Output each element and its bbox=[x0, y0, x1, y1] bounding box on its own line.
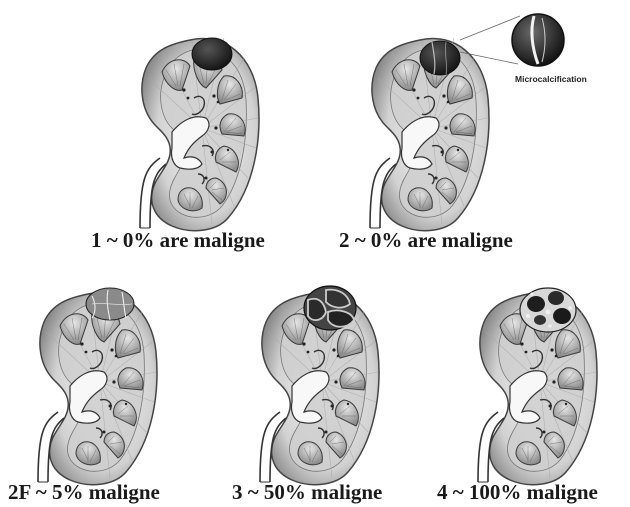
solid-enhancing-cyst bbox=[520, 288, 576, 332]
magnified-cyst bbox=[512, 14, 564, 66]
simple-cyst bbox=[192, 38, 232, 70]
caption-bosniak-3: 3 ~ 50% maligne bbox=[232, 480, 382, 505]
kidney-bosniak-3 bbox=[252, 282, 382, 487]
thick-septated-cyst bbox=[304, 286, 356, 330]
microcalcification-callout bbox=[420, 0, 630, 80]
kidney-bosniak-4 bbox=[470, 282, 600, 487]
kidney-bosniak-1 bbox=[132, 28, 262, 233]
caption-bosniak-1: 1 ~ 0% are maligne bbox=[91, 228, 265, 253]
microcalcification-label: Microcalcification bbox=[515, 74, 587, 84]
multiseptated-cyst bbox=[86, 288, 134, 320]
caption-bosniak-2f: 2F ~ 5% maligne bbox=[8, 480, 160, 505]
kidney-bosniak-2f bbox=[30, 282, 160, 487]
caption-bosniak-4: 4 ~ 100% maligne bbox=[437, 480, 598, 505]
caption-bosniak-2: 2 ~ 0% are maligne bbox=[339, 228, 513, 253]
